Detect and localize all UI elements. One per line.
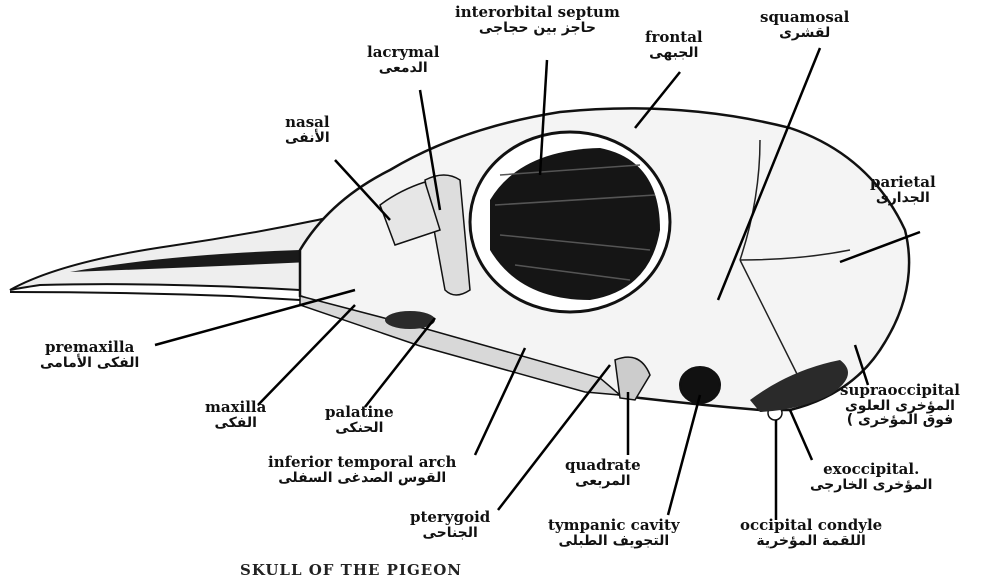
- label-premaxilla-en: premaxilla: [40, 340, 139, 356]
- label-inferior-temporal-arch: inferior temporal arch القوس الصدغى السف…: [268, 455, 456, 485]
- label-inferior-temporal-arch-en: inferior temporal arch: [268, 455, 456, 471]
- label-frontal: frontal الجبهى: [645, 30, 703, 60]
- label-occipital-condyle-en: occipital condyle: [740, 518, 882, 534]
- label-pterygoid-en: pterygoid: [410, 510, 490, 526]
- label-quadrate-en: quadrate: [565, 458, 641, 474]
- label-parietal: parietal الجدارى: [870, 175, 936, 205]
- label-quadrate-ar: المربعى: [565, 474, 641, 489]
- label-maxilla-ar: الفكى: [205, 416, 266, 431]
- label-nasal-en: nasal: [285, 115, 330, 131]
- label-occipital-condyle-ar: اللقمة المؤخرية: [740, 534, 882, 549]
- label-palatine-ar: الحنكى: [325, 421, 394, 436]
- figure-caption: SKULL OF THE PIGEON: [240, 561, 462, 579]
- label-inferior-temporal-arch-ar: القوس الصدغى السفلى: [268, 471, 456, 486]
- label-lacrymal: lacrymal الدمعى: [367, 45, 439, 75]
- label-exoccipital-en: exoccipital.: [810, 462, 932, 478]
- label-parietal-ar: الجدارى: [870, 191, 936, 206]
- label-premaxilla: premaxilla الفكى الأمامى: [40, 340, 139, 370]
- label-quadrate: quadrate المربعى: [565, 458, 641, 488]
- label-exoccipital-ar: المؤخرى الخارجى: [810, 478, 932, 493]
- label-squamosal-en: squamosal: [760, 10, 849, 26]
- label-occipital-condyle: occipital condyle اللقمة المؤخرية: [740, 518, 882, 548]
- label-tympanic-cavity-ar: التجويف الطبلى: [548, 534, 680, 549]
- label-frontal-ar: الجبهى: [645, 46, 703, 61]
- label-palatine-en: palatine: [325, 405, 394, 421]
- label-interorbital-septum-ar: حاجز بين حجاجى: [455, 21, 620, 36]
- label-parietal-en: parietal: [870, 175, 936, 191]
- label-maxilla-en: maxilla: [205, 400, 266, 416]
- label-exoccipital: exoccipital. المؤخرى الخارجى: [810, 462, 932, 492]
- label-interorbital-septum-en: interorbital septum: [455, 5, 620, 21]
- label-frontal-en: frontal: [645, 30, 703, 46]
- label-premaxilla-ar: الفكى الأمامى: [40, 356, 139, 371]
- label-squamosal: squamosal لقشرى: [760, 10, 849, 40]
- label-palatine: palatine الحنكى: [325, 405, 394, 435]
- label-supraoccipital-ar: المؤخرى العلوى: [840, 399, 960, 414]
- label-pterygoid: pterygoid الجناحى: [410, 510, 490, 540]
- label-pterygoid-ar: الجناحى: [410, 526, 490, 541]
- label-nasal: nasal الأنفى: [285, 115, 330, 145]
- label-supraoccipital-ar2: فوق المؤخرى ): [840, 413, 960, 428]
- label-supraoccipital: supraoccipital المؤخرى العلوى فوق المؤخر…: [840, 383, 960, 428]
- label-maxilla: maxilla الفكى: [205, 400, 266, 430]
- label-tympanic-cavity: tympanic cavity التجويف الطبلى: [548, 518, 680, 548]
- label-lacrymal-ar: الدمعى: [367, 61, 439, 76]
- label-tympanic-cavity-en: tympanic cavity: [548, 518, 680, 534]
- label-lacrymal-en: lacrymal: [367, 45, 439, 61]
- label-supraoccipital-en: supraoccipital: [840, 383, 960, 399]
- label-nasal-ar: الأنفى: [285, 131, 330, 146]
- label-squamosal-ar: لقشرى: [760, 26, 849, 41]
- label-interorbital-septum: interorbital septum حاجز بين حجاجى: [455, 5, 620, 35]
- beak-lower-edge: [10, 292, 300, 300]
